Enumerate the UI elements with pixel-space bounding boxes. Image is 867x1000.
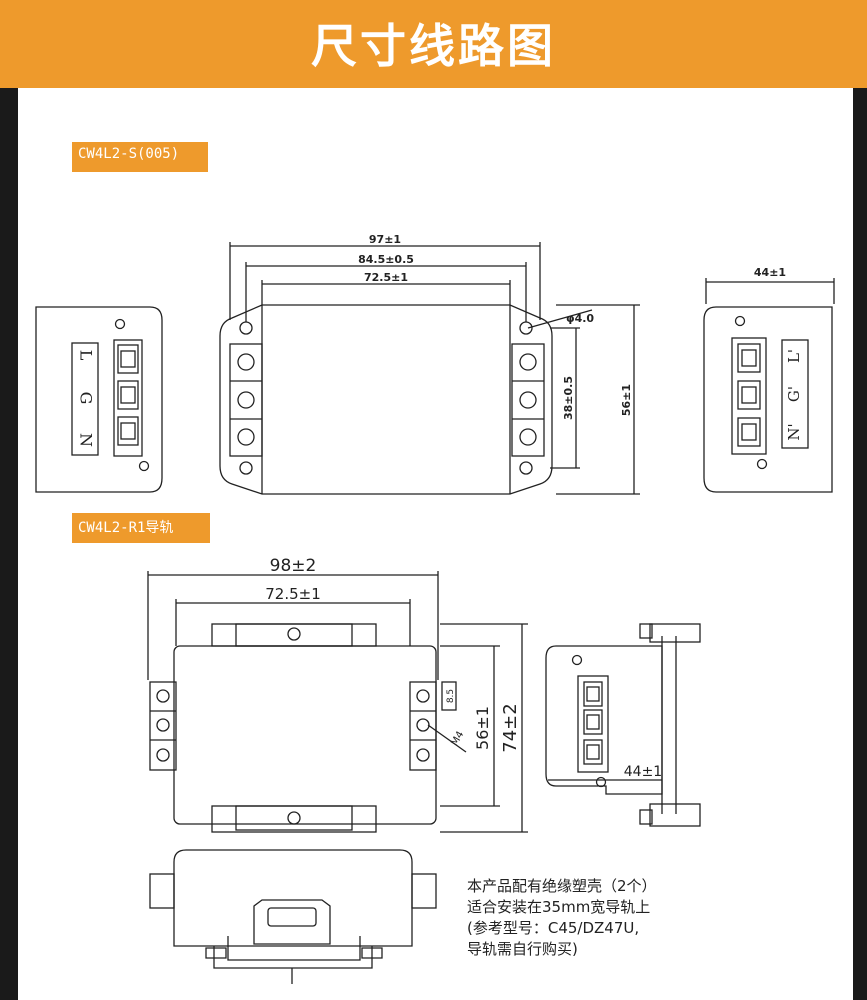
dim-s-depth: 44±1	[754, 266, 786, 279]
mount-hole	[239, 461, 253, 475]
s-right-side-view: 44±1 N' G' L'	[703, 266, 835, 493]
terminal-label-g-prime: G'	[785, 386, 803, 402]
page-header: 尺寸线路图	[0, 0, 867, 88]
terminal-label-l-prime: L'	[785, 349, 803, 363]
note-line-3: (参考型号：C45/DZ47U,	[467, 919, 640, 937]
dim-r1-pitch: 8.5	[446, 689, 456, 703]
model-label-r1: CW4L2-R1导轨	[72, 513, 210, 543]
r1-side-view: 44±1	[545, 623, 701, 827]
right-frame-bar	[853, 88, 867, 1000]
terminal-label-n: N	[77, 433, 96, 447]
r1-front-view: 98±2 72.5±1 8.5 M4 56±1 74±2	[147, 556, 528, 833]
left-frame-bar	[0, 88, 18, 1000]
terminal-label-l: L	[77, 350, 96, 361]
r1-rail-view	[149, 849, 437, 984]
dim-s-height: 56±1	[620, 384, 633, 416]
dim-r1-overall-height: 74±2	[500, 703, 521, 752]
note-line-1: 本产品配有绝缘塑壳（2个）	[467, 877, 657, 895]
mount-hole	[239, 321, 253, 335]
terminal-label-g: G	[77, 392, 96, 405]
dim-s-inner-width: 72.5±1	[364, 271, 408, 284]
model-label-s: CW4L2-S(005)	[72, 142, 208, 172]
dim-r1-height: 56±1	[473, 706, 492, 750]
note-line-2: 适合安装在35mm宽导轨上	[467, 898, 651, 916]
note-line-4: 导轨需自行购买)	[467, 940, 578, 958]
s-front-view: 97±1 84.5±0.5 72.5±1 φ4.0 38±0.5 56±1	[219, 233, 640, 495]
mount-hole	[519, 461, 533, 475]
dim-r1-overall-width: 98±2	[270, 556, 317, 576]
dim-s-hole-spacing: 38±0.5	[562, 376, 575, 420]
dim-s-mid-width: 84.5±0.5	[358, 253, 414, 266]
dim-r1-inner-width: 72.5±1	[265, 585, 321, 603]
s-left-side-view: L G N	[35, 306, 163, 493]
mounting-note: 本产品配有绝缘塑壳（2个） 适合安装在35mm宽导轨上 (参考型号：C45/DZ…	[467, 876, 727, 960]
terminal-label-n-prime: N'	[785, 423, 803, 440]
dim-r1-depth: 44±1	[624, 764, 662, 780]
dim-r1-screw: M4	[449, 730, 466, 748]
page-title: 尺寸线路图	[311, 19, 556, 73]
dim-s-hole: φ4.0	[566, 312, 594, 325]
dim-s-overall-width: 97±1	[369, 233, 401, 246]
